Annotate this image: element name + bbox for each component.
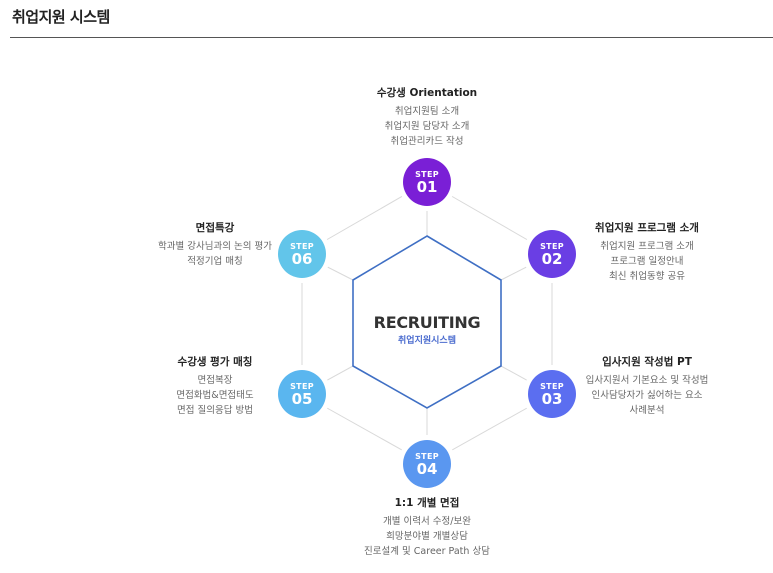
step-01-circle: STEP 01 xyxy=(403,158,451,206)
step-number: 03 xyxy=(541,389,563,408)
step-number: 02 xyxy=(541,249,563,268)
step-03-circle: STEP 03 xyxy=(528,370,576,418)
step-label: STEP xyxy=(540,241,564,251)
step-label: STEP xyxy=(415,169,439,179)
step-desc-line: 희망분야별 개별상담 xyxy=(386,531,468,542)
step-desc-line: 개별 이력서 수정/보완 xyxy=(383,516,471,527)
step-number: 04 xyxy=(416,459,438,478)
step-desc-line: 면접화법&면접태도 xyxy=(176,390,254,401)
step-desc-line: 취업관리카드 작성 xyxy=(390,136,464,147)
step-desc-line: 입사지원서 기본요소 및 작성법 xyxy=(585,375,709,386)
step-desc-line: 인사담당자가 싫어하는 요소 xyxy=(591,390,703,401)
step-label: STEP xyxy=(415,451,439,461)
page-title: 취업지원 시스템 xyxy=(12,8,110,26)
center-title: RECRUITING xyxy=(373,313,481,332)
center-subtitle: 취업지원시스템 xyxy=(398,336,456,346)
title-divider xyxy=(10,37,773,38)
step-desc-line: 취업지원 프로그램 소개 xyxy=(600,241,694,252)
step-desc-line: 면접복장 xyxy=(197,375,233,386)
step-desc-line: 사례분석 xyxy=(629,405,665,416)
step-06-circle: STEP 06 xyxy=(278,230,326,278)
step-heading: 면접특강 xyxy=(195,222,235,234)
step-number: 01 xyxy=(416,177,438,196)
step-05-info: 수강생 평가 매칭 면접복장 면접화법&면접태도 면접 질의응답 방법 xyxy=(130,355,300,418)
step-number: 06 xyxy=(291,249,313,268)
step-04-info: 1:1 개별 면접 개별 이력서 수정/보완 희망분야별 개별상담 진로설계 및… xyxy=(342,496,512,559)
step-desc-line: 진로설계 및 Career Path 상담 xyxy=(364,546,490,557)
step-heading: 취업지원 프로그램 소개 xyxy=(595,222,699,234)
step-desc-line: 취업지원팀 소개 xyxy=(394,106,460,117)
step-03-info: 입사지원 작성법 PT 입사지원서 기본요소 및 작성법 인사담당자가 싫어하는… xyxy=(562,355,732,418)
step-desc-line: 취업지원 담당자 소개 xyxy=(384,121,470,132)
step-heading: 수강생 평가 매칭 xyxy=(177,356,253,368)
step-desc-line: 적정기업 매칭 xyxy=(187,256,243,267)
step-06-info: 면접특강 학과별 강사님과의 논의 평가 적정기업 매칭 xyxy=(130,221,300,269)
step-heading: 1:1 개별 면접 xyxy=(394,497,460,509)
step-desc-line: 면접 질의응답 방법 xyxy=(177,405,253,416)
step-label: STEP xyxy=(540,381,564,391)
step-01-info: 수강생 Orientation 취업지원팀 소개 취업지원 담당자 소개 취업관… xyxy=(342,86,512,149)
step-desc-line: 프로그램 일정안내 xyxy=(610,256,684,267)
step-02-circle: STEP 02 xyxy=(528,230,576,278)
step-desc-line: 최신 취업동향 공유 xyxy=(609,271,685,282)
step-desc-line: 학과별 강사님과의 논의 평가 xyxy=(158,241,272,252)
step-05-circle: STEP 05 xyxy=(278,370,326,418)
step-heading: 수강생 Orientation xyxy=(376,87,478,99)
step-heading: 입사지원 작성법 PT xyxy=(602,356,692,368)
step-04-circle: STEP 04 xyxy=(403,440,451,488)
step-label: STEP xyxy=(290,241,314,251)
step-02-info: 취업지원 프로그램 소개 취업지원 프로그램 소개 프로그램 일정안내 최신 취… xyxy=(562,221,732,284)
step-number: 05 xyxy=(291,389,313,408)
inner-hexagon xyxy=(352,235,502,409)
step-label: STEP xyxy=(290,381,314,391)
